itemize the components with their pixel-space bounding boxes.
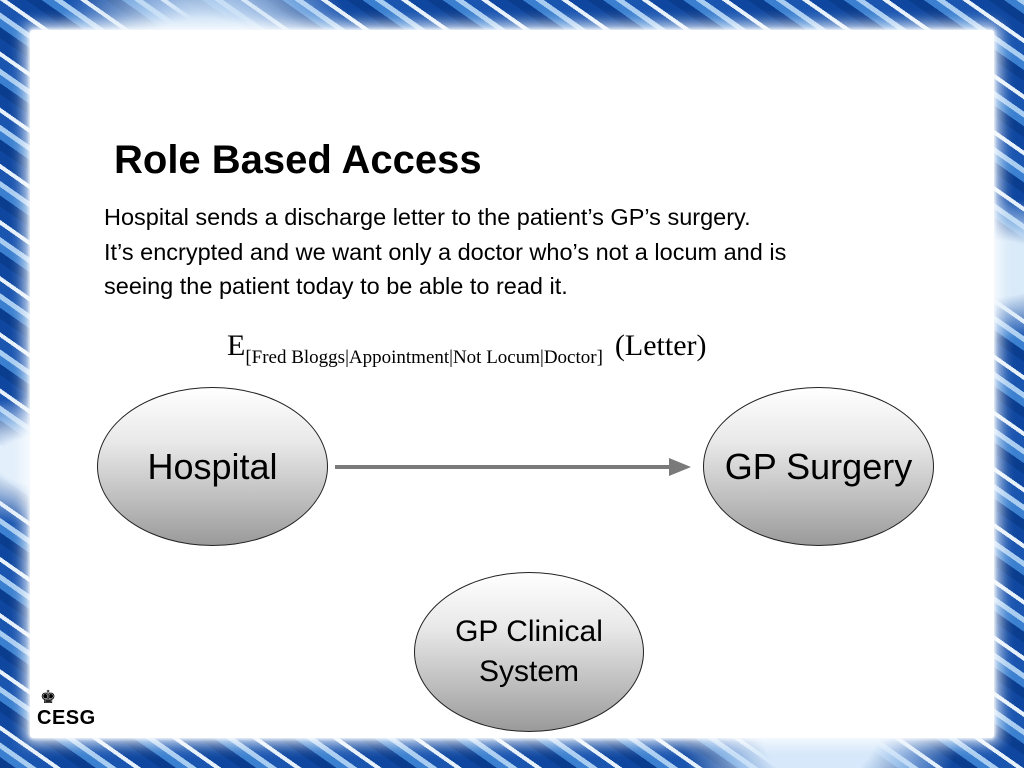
- gp-clinical-system-line1: GP Clinical: [455, 615, 603, 648]
- gp-clinical-system-node: GP Clinical System: [414, 572, 644, 732]
- body-line-3: seeing the patient today to be able to r…: [104, 273, 568, 299]
- encryption-formula: E[Fred Bloggs|Appointment|Not Locum|Doct…: [227, 329, 707, 368]
- formula-argument: (Letter): [614, 329, 707, 362]
- hospital-node-label: Hospital: [147, 445, 278, 487]
- body-line-1: Hospital sends a discharge letter to the…: [104, 204, 751, 230]
- logo-text: CESG: [37, 707, 96, 729]
- gp-clinical-system-line2: System: [478, 655, 580, 688]
- letter-arrow: [335, 458, 691, 476]
- gp-surgery-node: GP Surgery: [703, 387, 934, 546]
- body-line-2: It’s encrypted and we want only a doctor…: [104, 238, 787, 265]
- arrow-head: [669, 458, 691, 476]
- slide-title: Role Based Access: [114, 138, 482, 182]
- slide-body-text: Hospital sends a discharge letter to the…: [104, 200, 984, 304]
- hospital-node: Hospital: [97, 387, 328, 546]
- gp-surgery-node-label: GP Surgery: [724, 445, 913, 487]
- crown-icon: ♚: [40, 687, 57, 707]
- formula-subscript: [Fred Bloggs|Appointment|Not Locum|Docto…: [245, 347, 603, 368]
- formula-symbol: E: [227, 329, 246, 362]
- cesg-logo: ♚ CESG: [36, 688, 116, 732]
- gp-clinical-system-label: GP Clinical System: [455, 612, 603, 692]
